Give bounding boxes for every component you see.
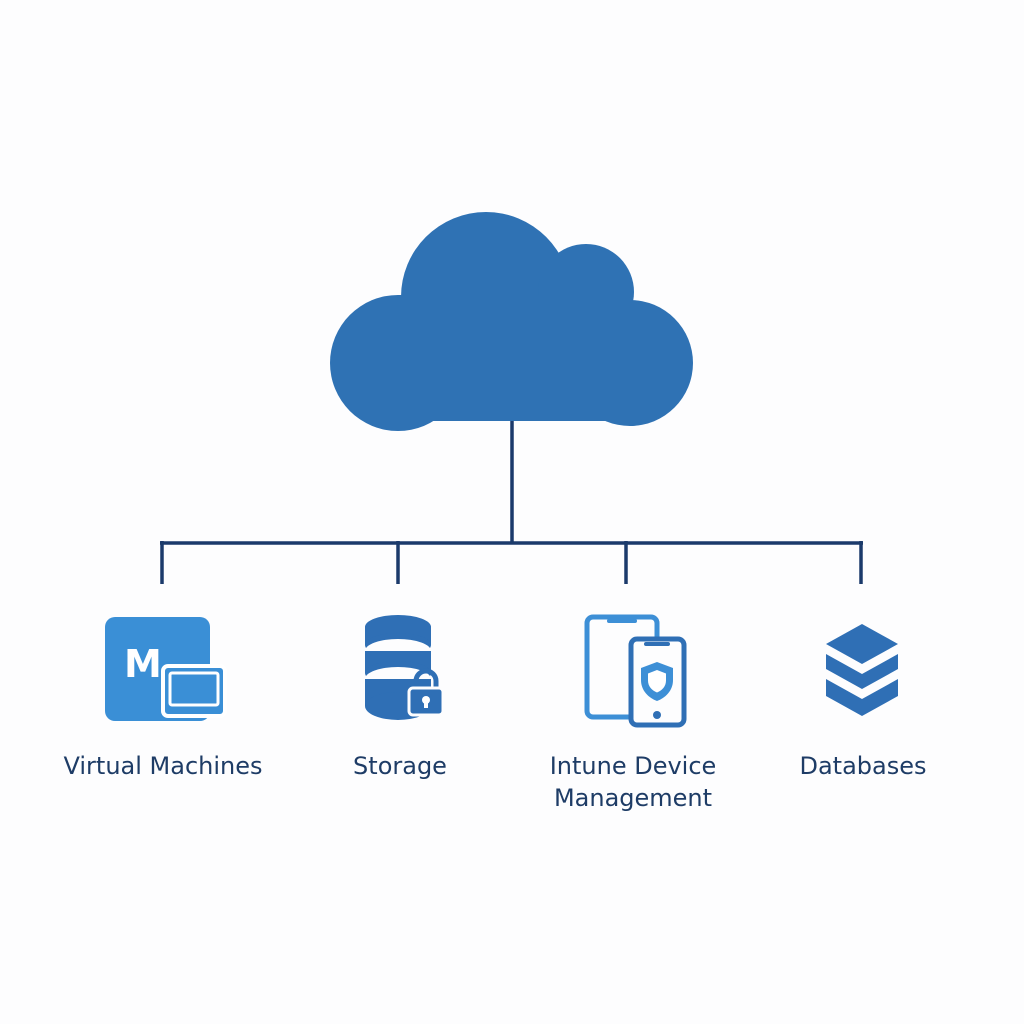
node-label-virtual-machines: Virtual Machines <box>63 752 263 780</box>
node-label-databases: Databases <box>799 752 927 780</box>
storage-lock-icon <box>365 615 445 720</box>
cloud-icon <box>330 212 693 431</box>
virtual-machine-monitor-icon: M <box>105 617 227 721</box>
vm-icon-letter: M <box>124 642 162 686</box>
node-label-storage: Storage <box>353 752 447 780</box>
connector-lines <box>160 421 863 584</box>
stacked-layers-icon <box>826 624 898 716</box>
devices-shield-icon <box>584 614 687 728</box>
